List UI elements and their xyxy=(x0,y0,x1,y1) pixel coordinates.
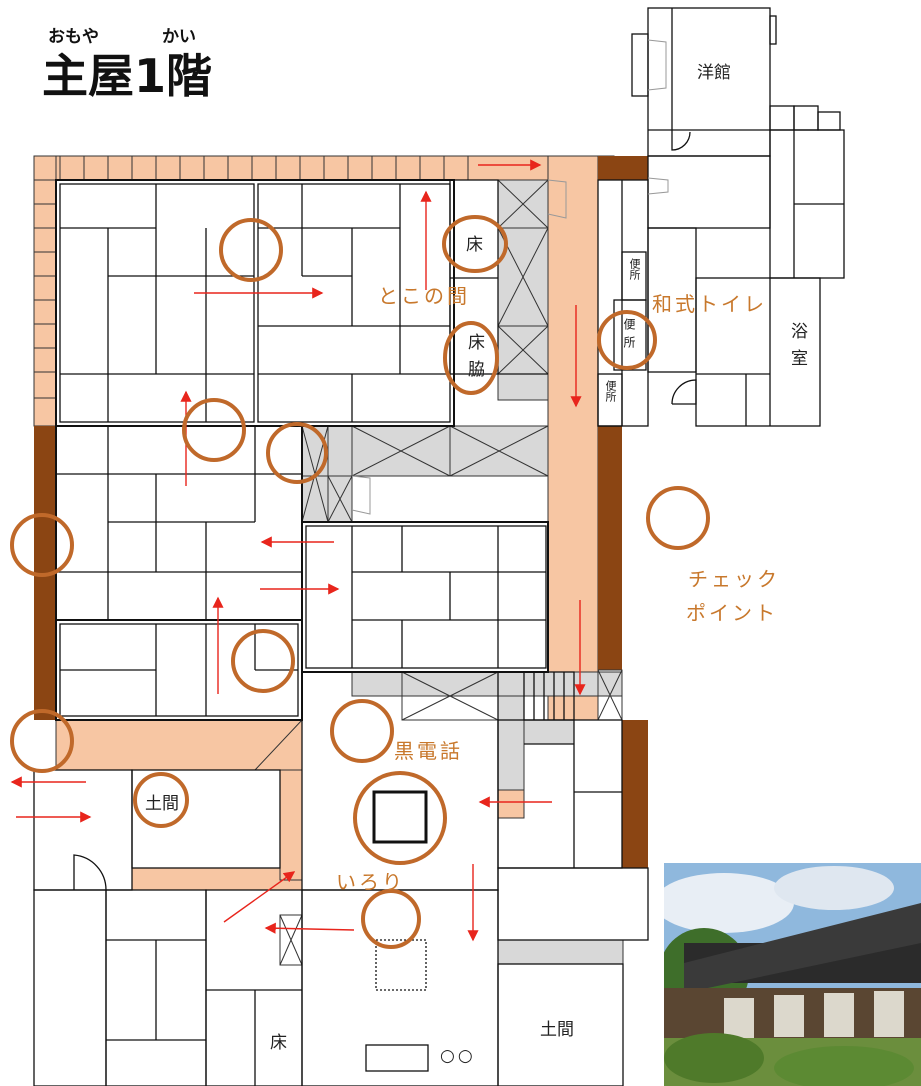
corridor-tiles xyxy=(34,156,469,399)
annotation-japanese-toilet: 和式トイレ xyxy=(652,292,767,316)
doors xyxy=(351,39,669,515)
corridors xyxy=(33,155,615,891)
room-label-toilet-1: 便所 xyxy=(628,258,641,280)
annotation-checkpoint-2: ポイント xyxy=(686,601,778,625)
room-label-alcove-2: 床 xyxy=(270,1033,287,1053)
room-label-earth-floor-1: 土間 xyxy=(145,794,179,814)
room-label-earth-floor-2: 土間 xyxy=(540,1020,574,1040)
route-arrows xyxy=(10,159,586,942)
page-title: 主屋1階 xyxy=(42,49,213,103)
annotation-tokonoma: とこの間 xyxy=(378,284,470,308)
room-label-bath: 浴室 xyxy=(787,322,807,376)
annex xyxy=(631,7,845,427)
ruby-omoya: おもや xyxy=(48,27,99,47)
checkpoint-circles xyxy=(10,215,710,949)
room-label-toilet-2: 便所 xyxy=(622,318,636,354)
room-label-toilet-3: 便所 xyxy=(604,380,617,402)
room-label-alcove: 床 xyxy=(466,235,483,255)
x-marks xyxy=(279,179,623,966)
annotation-black-phone: 黒電話 xyxy=(394,739,463,763)
house-photo xyxy=(664,863,921,1086)
annotation-irori: いろり xyxy=(336,870,405,894)
annotation-checkpoint-1: チェック xyxy=(688,567,780,591)
ruby-kai: かい xyxy=(162,27,196,47)
room-label-circles: ○○ xyxy=(440,1046,476,1066)
room-label-alcove-side: 床脇 xyxy=(464,333,484,387)
room-label-western-house: 洋館 xyxy=(697,63,731,83)
